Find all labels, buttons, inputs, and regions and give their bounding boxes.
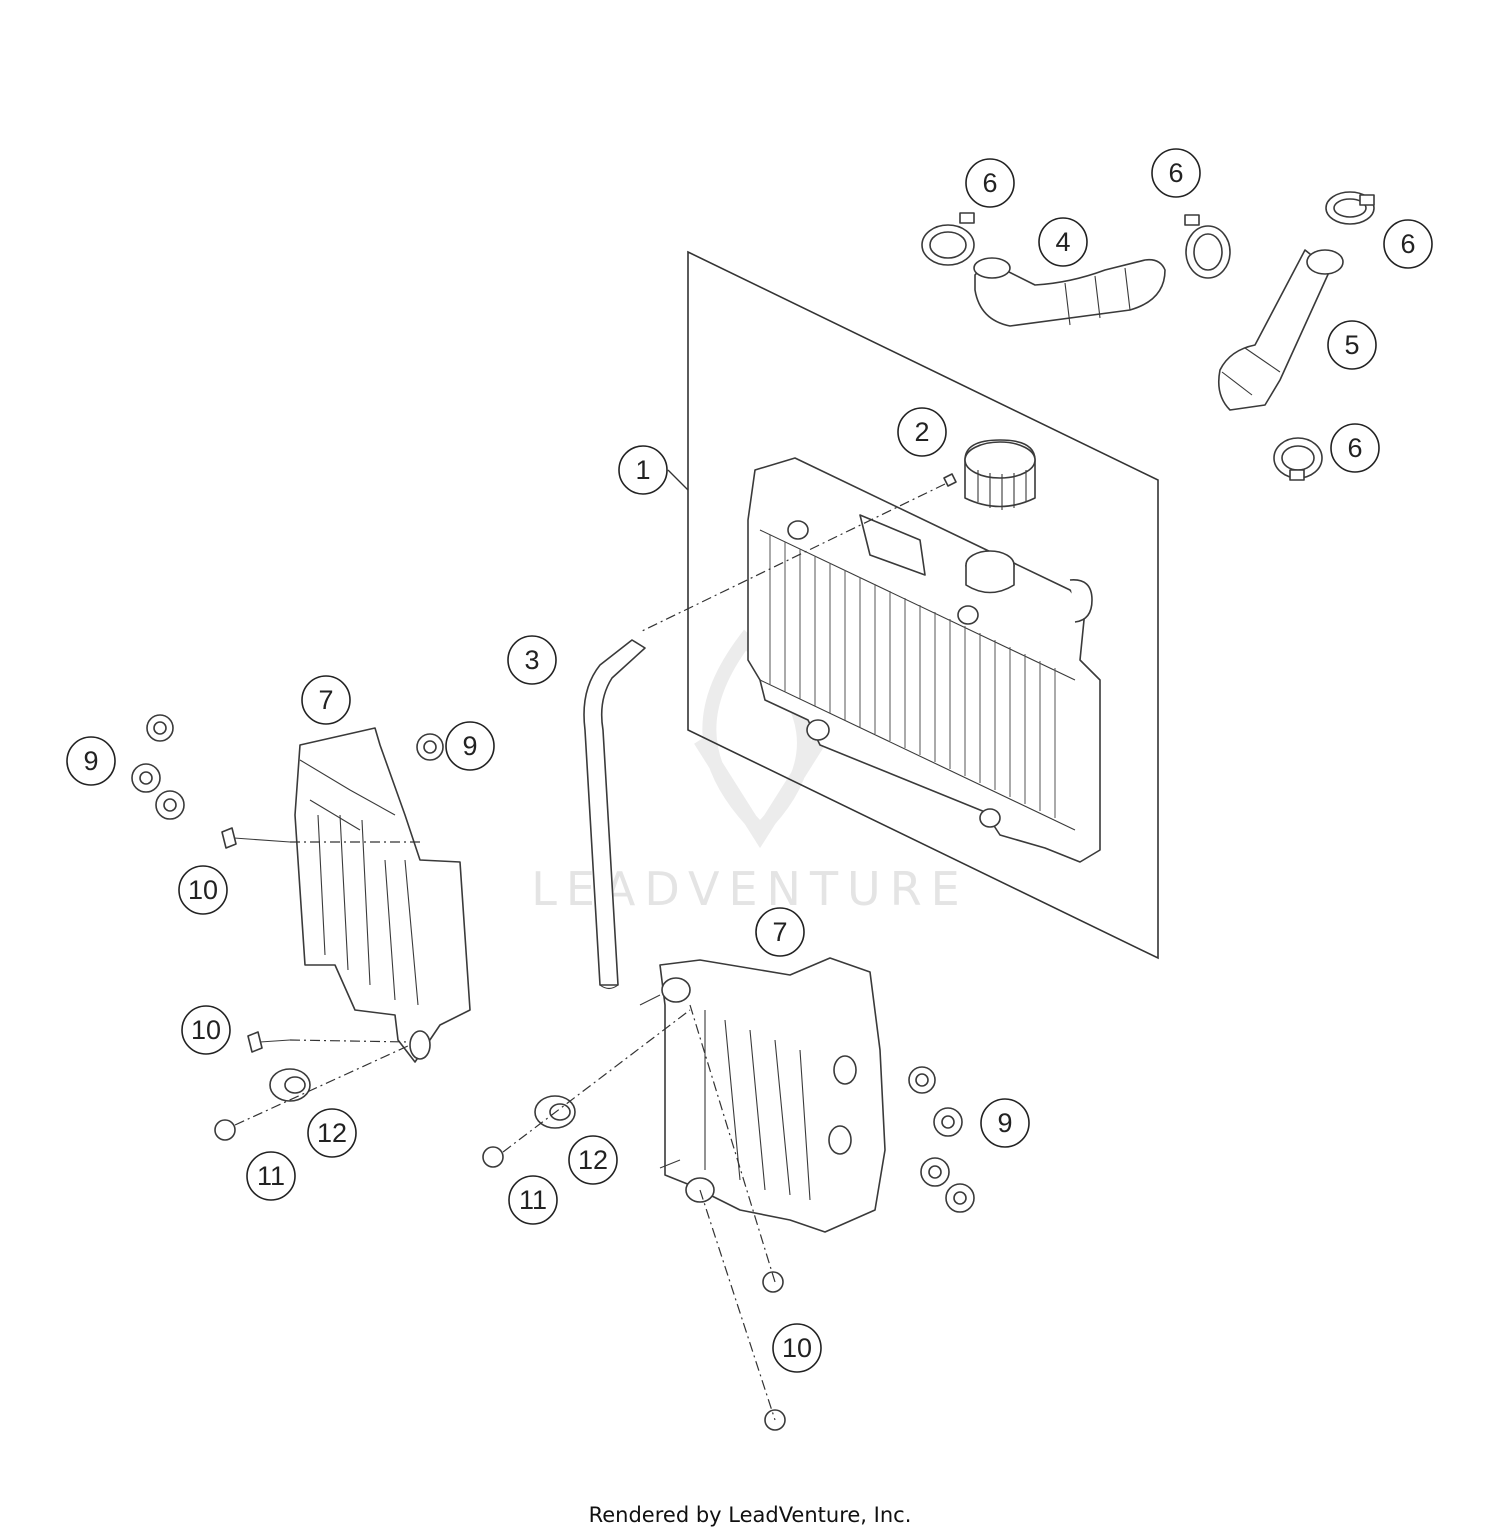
radiator [747, 457, 1101, 863]
svg-text:9: 9 [997, 1108, 1012, 1138]
callout-12[interactable]: 12 [568, 1135, 618, 1185]
screw-center-line-3 [689, 1004, 776, 1283]
hose-clamp-2 [1184, 214, 1231, 279]
callout-6[interactable]: 6 [1330, 423, 1380, 473]
callout-11[interactable]: 11 [246, 1151, 296, 1201]
lower-radiator-hose [1217, 249, 1344, 411]
radiator-cap [943, 439, 1036, 510]
svg-text:5: 5 [1344, 330, 1359, 360]
callout-1[interactable]: 1 [618, 445, 668, 495]
svg-text:7: 7 [772, 917, 787, 947]
svg-text:4: 4 [1055, 227, 1070, 257]
svg-text:12: 12 [317, 1118, 347, 1148]
svg-text:2: 2 [914, 417, 929, 447]
hose-clamp-3 [1325, 191, 1375, 225]
callout-6[interactable]: 6 [1151, 148, 1201, 198]
callout-11[interactable]: 11 [508, 1175, 558, 1225]
svg-text:6: 6 [1168, 158, 1183, 188]
grommet-center-line-1 [234, 1044, 411, 1126]
callout-9[interactable]: 9 [66, 736, 116, 786]
callout-3[interactable]: 3 [507, 635, 557, 685]
callout-10[interactable]: 10 [181, 1005, 231, 1055]
hose-clamp-1 [921, 212, 975, 266]
radiator-guard-left [294, 727, 471, 1063]
grommet-center-line-2 [502, 1009, 691, 1153]
radiator-core-fins [769, 535, 1056, 818]
hose-clamp-4 [1273, 437, 1323, 481]
svg-text:6: 6 [1347, 433, 1362, 463]
callout-10[interactable]: 10 [178, 865, 228, 915]
svg-text:9: 9 [83, 746, 98, 776]
callout-7[interactable]: 7 [301, 675, 351, 725]
svg-text:6: 6 [982, 168, 997, 198]
svg-text:11: 11 [257, 1161, 285, 1191]
cap-to-hose-center-line [639, 483, 946, 633]
callout-10[interactable]: 10 [772, 1323, 822, 1373]
svg-text:1: 1 [635, 455, 650, 485]
overflow-hose [583, 639, 646, 990]
leader-1 [667, 469, 689, 491]
svg-text:10: 10 [191, 1015, 221, 1045]
callout-12[interactable]: 12 [307, 1108, 357, 1158]
screw-center-line-2 [289, 1039, 411, 1043]
callout-2[interactable]: 2 [897, 407, 947, 457]
svg-text:10: 10 [188, 875, 218, 905]
callout-6[interactable]: 6 [965, 158, 1015, 208]
svg-text:10: 10 [782, 1333, 812, 1363]
svg-text:6: 6 [1400, 229, 1415, 259]
screw-center-line-4 [699, 1189, 776, 1421]
svg-text:12: 12 [578, 1145, 608, 1175]
radiator-guard-right [639, 957, 886, 1233]
callout-9[interactable]: 9 [445, 721, 495, 771]
svg-text:7: 7 [318, 685, 333, 715]
callout-9[interactable]: 9 [980, 1098, 1030, 1148]
upper-radiator-hose [973, 257, 1166, 327]
radiator-assembly-frame [687, 250, 1159, 960]
callout-7[interactable]: 7 [755, 907, 805, 957]
nut [131, 714, 975, 1213]
svg-text:9: 9 [462, 731, 477, 761]
bolt [214, 1119, 504, 1168]
callout-4[interactable]: 4 [1038, 217, 1088, 267]
svg-text:3: 3 [524, 645, 539, 675]
callout-5[interactable]: 5 [1327, 320, 1377, 370]
callout-6[interactable]: 6 [1383, 219, 1433, 269]
footer-credit: Rendered by LeadVenture, Inc. [589, 1503, 912, 1527]
svg-text:11: 11 [519, 1185, 547, 1215]
